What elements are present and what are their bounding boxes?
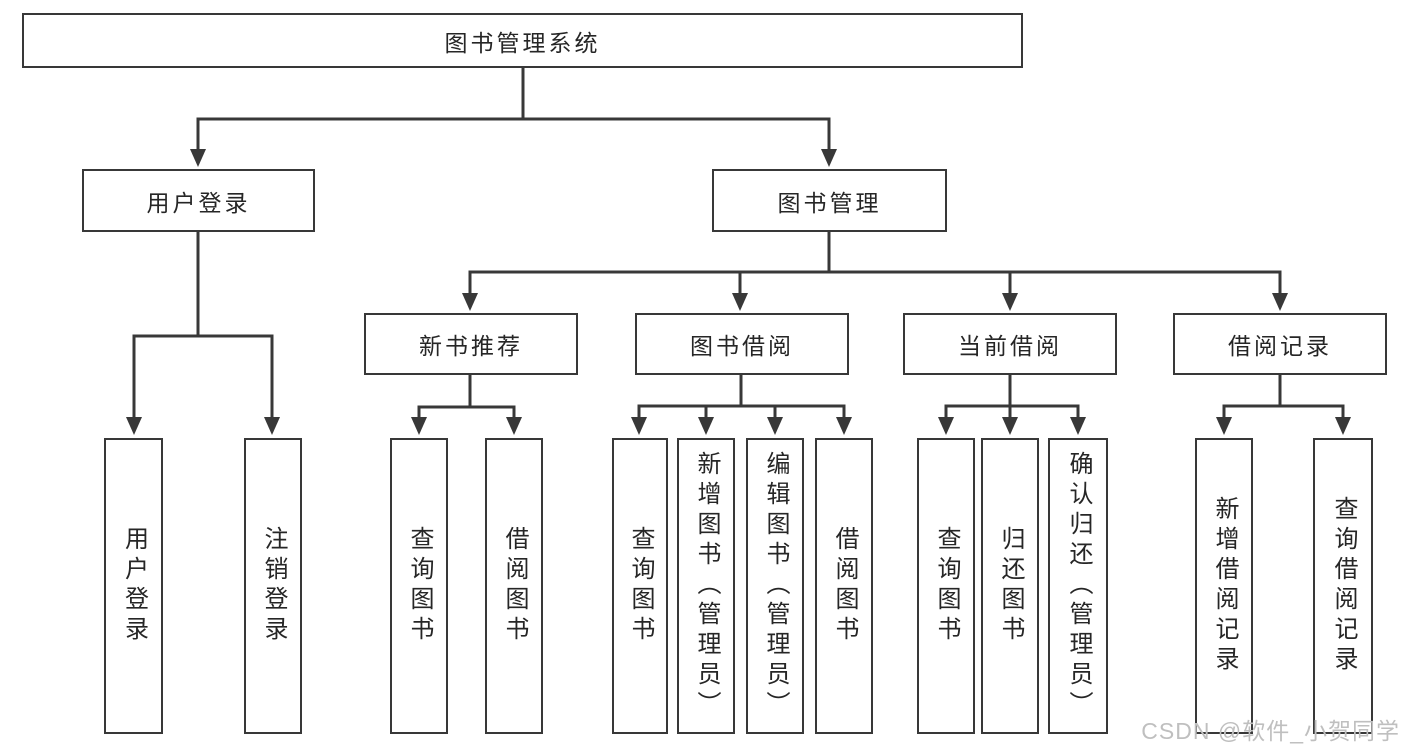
leaf-borrow-book-recommend: 借阅图书 [485,438,543,734]
node-current-borrow: 当前借阅 [903,313,1117,375]
node-library-system: 图书管理系统 [22,13,1023,68]
node-book-borrow: 图书借阅 [635,313,849,375]
leaf-borrow-book: 借阅图书 [815,438,873,734]
node-new-book-recommend: 新书推荐 [364,313,578,375]
leaf-return-book: 归还图书 [981,438,1039,734]
leaf-user-login: 用户登录 [104,438,163,734]
arrowhead-icons [126,149,1351,435]
leaf-confirm-return-admin: 确认归还（管理员） [1048,438,1108,734]
node-user-login: 用户登录 [82,169,315,232]
leaf-query-book-current: 查询图书 [917,438,975,734]
leaf-logout-login: 注销登录 [244,438,302,734]
leaf-add-book-admin: 新增图书（管理员） [677,438,735,734]
leaf-query-book-borrow: 查询图书 [612,438,668,734]
watermark: CSDN @软件_小贺同学 [1141,718,1400,744]
leaf-query-book-recommend: 查询图书 [390,438,448,734]
node-book-management: 图书管理 [712,169,947,232]
leaf-query-borrow-record: 查询借阅记录 [1313,438,1373,734]
leaf-edit-book-admin: 编辑图书（管理员） [746,438,804,734]
connector-lines [132,66,1345,422]
node-borrow-records: 借阅记录 [1173,313,1387,375]
leaf-add-borrow-record: 新增借阅记录 [1195,438,1253,734]
